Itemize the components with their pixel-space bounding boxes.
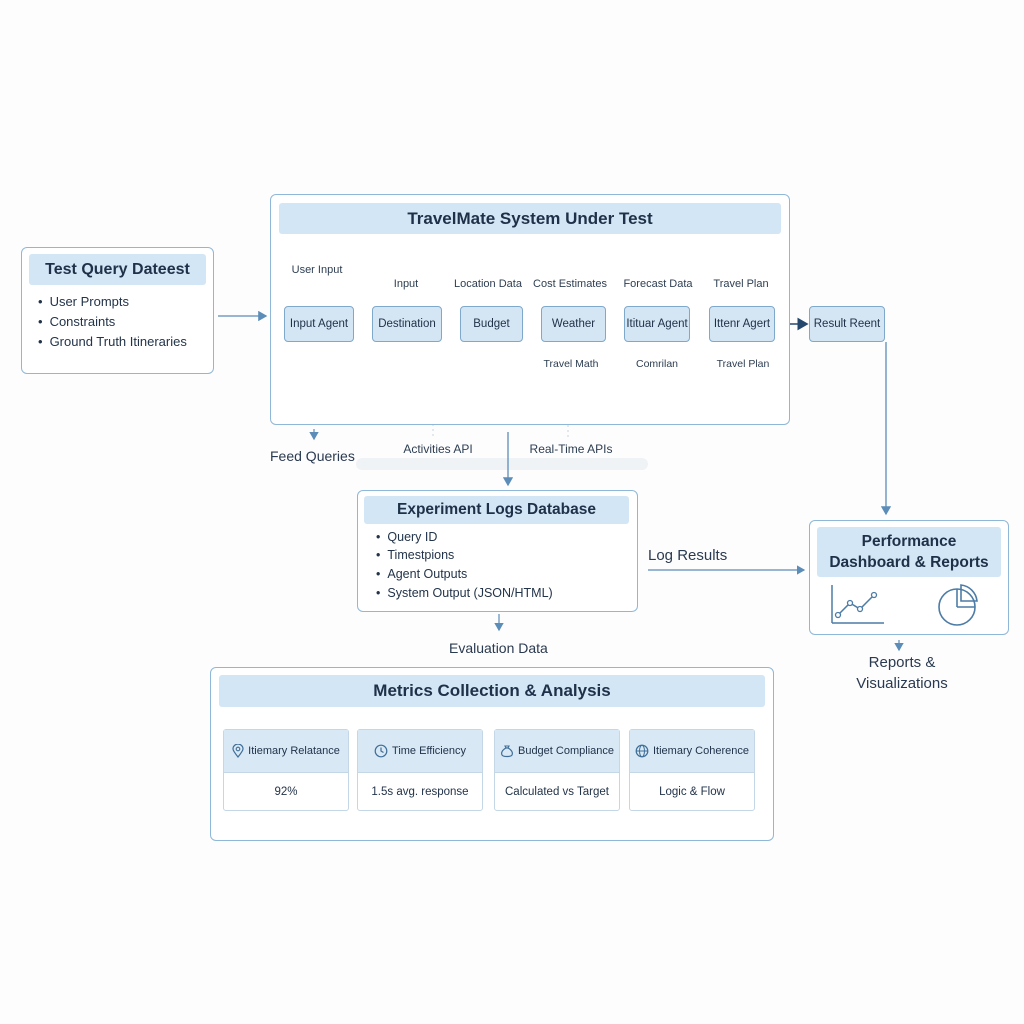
system-under-test-panel: TravelMate System Under Test — [270, 194, 790, 425]
node-input-agent: Input Agent — [284, 306, 354, 342]
label-comrilan: Comrilan — [635, 358, 679, 370]
label-travel-plan-top: Travel Plan — [713, 278, 769, 290]
label-input: Input — [393, 278, 419, 290]
label-user-input: User Input — [291, 264, 343, 276]
test-query-item: Ground Truth Itineraries — [38, 334, 187, 349]
dashboard-title-line2: Dashboard & Reports — [829, 554, 989, 571]
metric-card-relevance: Itiemary Relatance 92% — [223, 729, 349, 811]
metric-card-coherence: Itiemary Coherence Logic & Flow — [629, 729, 755, 811]
label-location-data: Location Data — [454, 278, 522, 290]
clock-icon — [374, 744, 388, 758]
logs-title: Experiment Logs Database — [364, 496, 629, 524]
label-travel-plan-bottom: Travel Plan — [716, 358, 770, 370]
dashboard-title: Performance Dashboard & Reports — [817, 527, 1001, 577]
test-query-panel: Test Query Dateest User Prompts Constrai… — [21, 247, 214, 374]
node-itinerary-agent-2: Ittenr Agert — [709, 306, 775, 342]
label-log-results: Log Results — [648, 547, 728, 564]
metric-label: Itiemary Relatance — [248, 745, 340, 757]
metric-value: 1.5s avg. response — [371, 786, 469, 798]
test-query-item: Constraints — [38, 314, 116, 329]
node-result-agent: Result Reent — [809, 306, 885, 342]
label-reports-line1: Reports & — [868, 654, 936, 671]
label-feed-queries: Feed Queries — [270, 448, 355, 464]
metric-value: Logic & Flow — [659, 786, 725, 798]
money-bag-icon — [500, 744, 514, 758]
label-realtime-apis: Real-Time APIs — [529, 442, 613, 456]
logs-item: Timestpions — [376, 548, 454, 562]
label-forecast-data: Forecast Data — [623, 278, 693, 290]
dashboard-title-line1: Performance — [861, 533, 957, 550]
node-budget: Budget — [460, 306, 523, 342]
test-query-item: User Prompts — [38, 294, 129, 309]
node-destination: Destination — [372, 306, 442, 342]
location-pin-icon — [232, 744, 244, 758]
metric-value: 92% — [274, 786, 298, 798]
label-travel-math: Travel Math — [543, 358, 599, 370]
logs-item: System Output (JSON/HTML) — [376, 586, 552, 600]
metric-value: Calculated vs Target — [505, 786, 609, 798]
line-chart-icon — [831, 585, 884, 624]
test-query-title: Test Query Dateest — [29, 254, 206, 285]
node-itinerary-agent: Itituar Agent — [624, 306, 690, 342]
node-weather: Weather — [541, 306, 606, 342]
metric-card-time: Time Efficiency 1.5s avg. response — [357, 729, 483, 811]
logs-item: Agent Outputs — [376, 567, 467, 581]
label-activities-api: Activities API — [403, 442, 473, 456]
experiment-logs-panel: Experiment Logs Database Query ID Timest… — [357, 490, 638, 612]
metric-label: Budget Compliance — [517, 745, 614, 757]
dashboard-panel: Performance Dashboard & Reports — [809, 520, 1009, 635]
metric-label: Time Efficiency — [392, 745, 466, 757]
label-evaluation-data: Evaluation Data — [449, 640, 548, 656]
metrics-title: Metrics Collection & Analysis — [219, 675, 765, 707]
globe-icon — [635, 744, 649, 758]
metric-label: Itiemary Coherence — [653, 745, 749, 757]
pie-chart-icon — [938, 584, 978, 626]
system-title: TravelMate System Under Test — [279, 203, 781, 234]
logs-item: Query ID — [376, 530, 437, 544]
label-cost-estimates: Cost Estimates — [533, 278, 607, 290]
metric-card-budget: Budget Compliance Calculated vs Target — [494, 729, 620, 811]
label-reports-line2: Visualizations — [856, 675, 948, 692]
